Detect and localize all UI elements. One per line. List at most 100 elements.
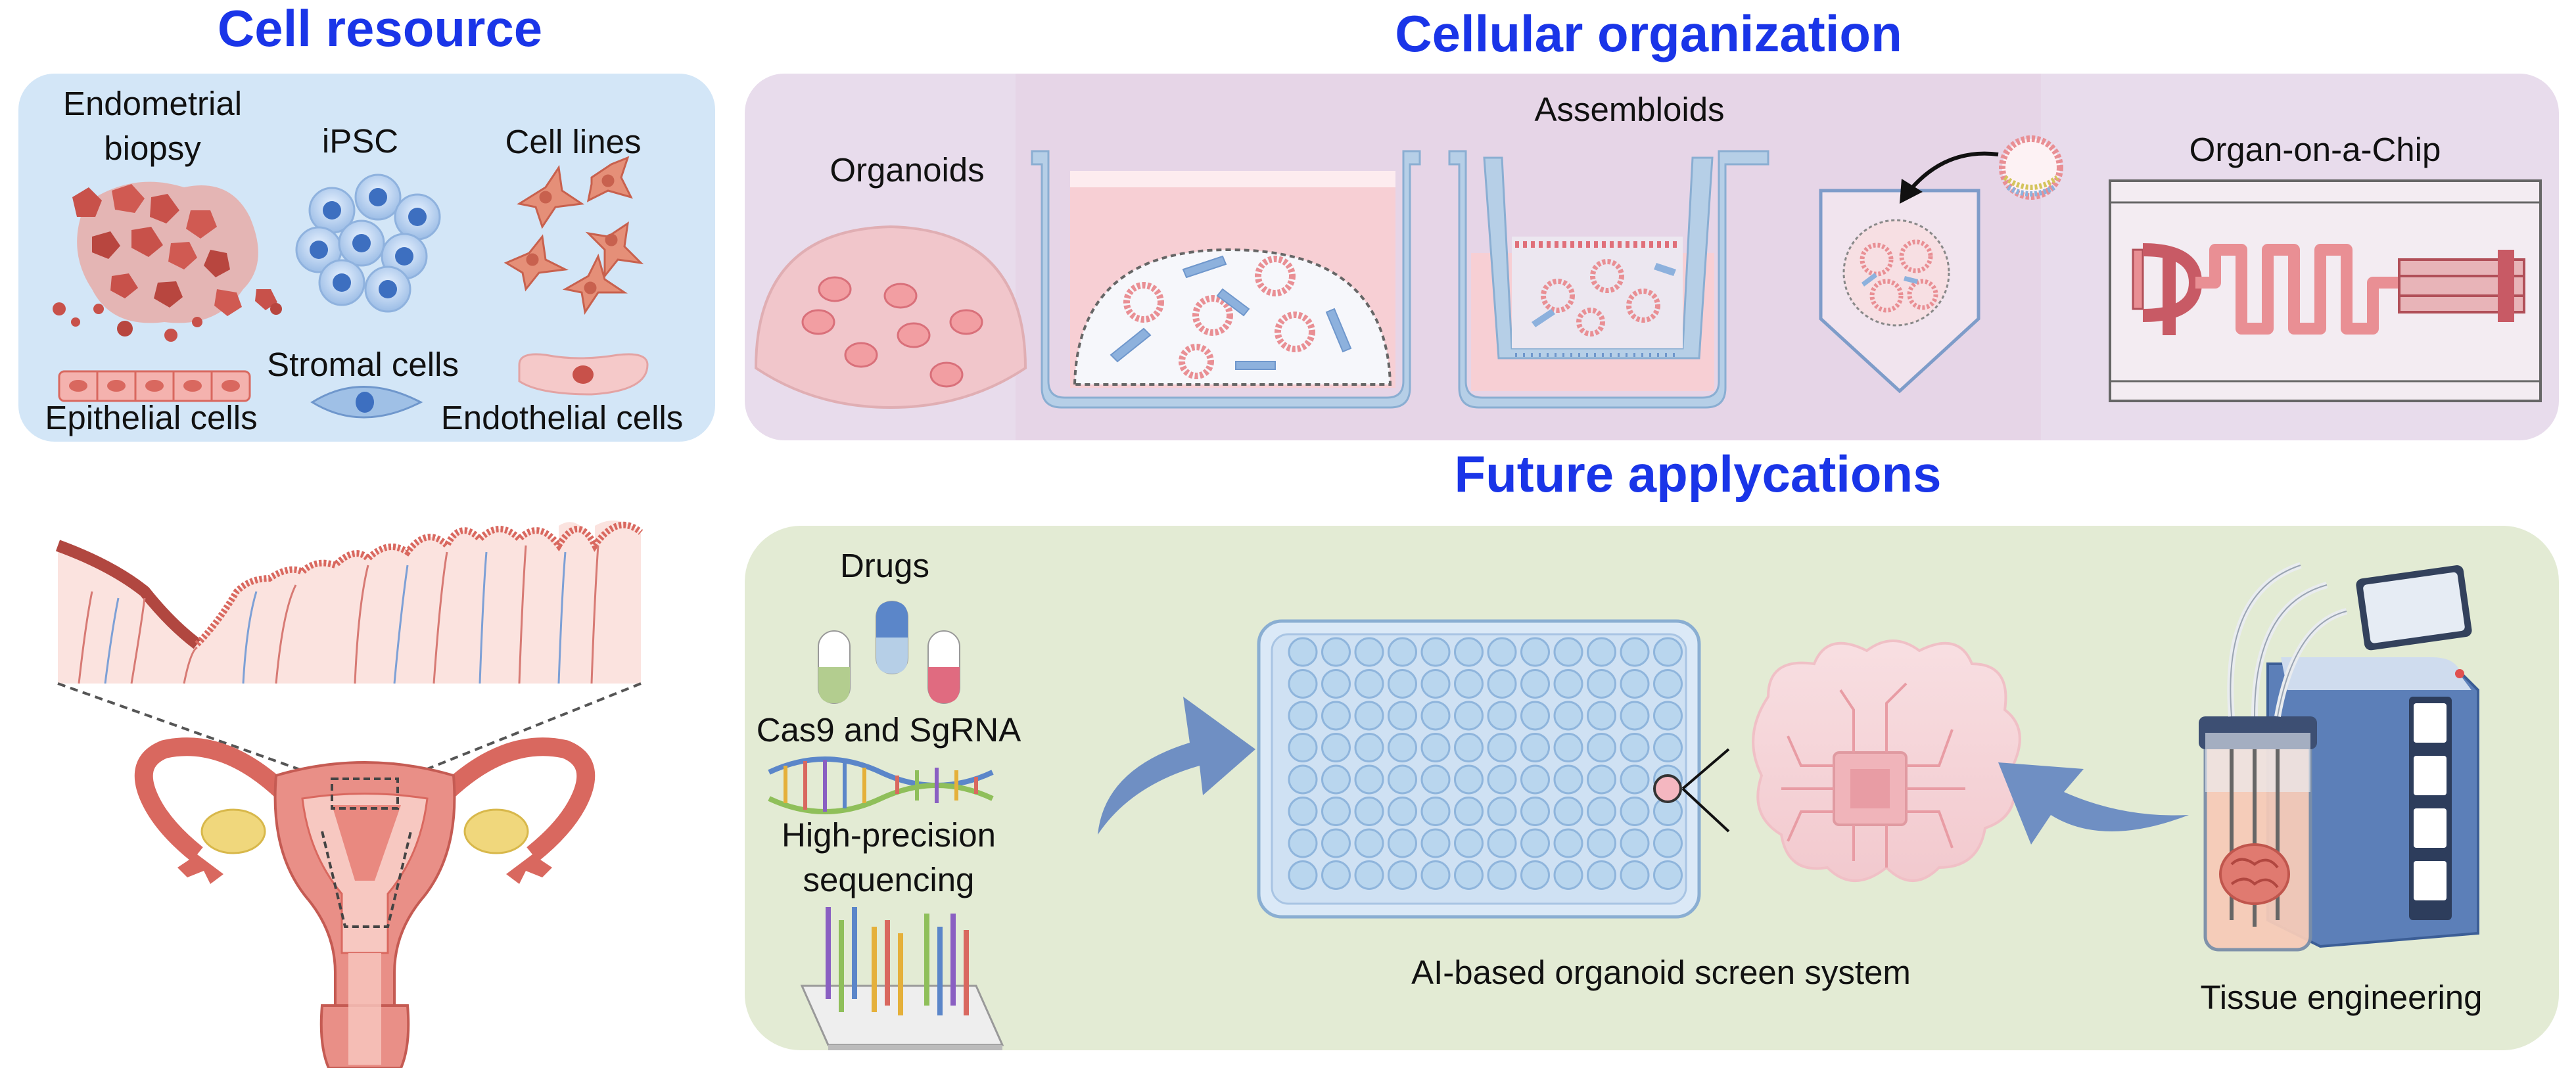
- plate-well: [1420, 828, 1451, 858]
- epithelial-cells-label: Epithelial cells: [45, 399, 257, 436]
- plate-well: [1553, 797, 1583, 826]
- sequencing-label-1: High-precision: [782, 816, 996, 854]
- future-applications-panel: Drugs Cas9 and SgRNA High-precision sequ…: [745, 526, 2559, 1050]
- plate-well: [1354, 637, 1384, 667]
- plate-well: [1520, 764, 1550, 795]
- plate-well: [1454, 733, 1484, 762]
- plate-well: [1587, 669, 1616, 699]
- ipsc-cluster-illustration: [295, 174, 441, 313]
- plate-well: [1321, 669, 1351, 699]
- plate-well: [1620, 701, 1650, 731]
- plate-well: [1520, 637, 1550, 667]
- callout-line-top: [1681, 748, 1730, 790]
- plate-well: [1388, 669, 1417, 699]
- organ-on-chip-label: Organ-on-a-Chip: [2190, 131, 2441, 168]
- plate-well: [1321, 701, 1351, 731]
- cell-resource-panel: Endometrial biopsy iPSC: [18, 74, 715, 442]
- curved-arrow-head: [1900, 179, 1923, 204]
- plate-well: [1420, 637, 1451, 667]
- plate-well: [1653, 828, 1683, 858]
- plate-well: [1553, 860, 1583, 890]
- organ-on-chip-illustration: [2109, 179, 2542, 402]
- plate-well: [1653, 860, 1683, 890]
- plate-well: [1620, 860, 1650, 890]
- plate-well: [1520, 733, 1550, 762]
- plate-well: [1520, 860, 1550, 890]
- plate-well: [1288, 828, 1318, 858]
- plate-well: [1354, 764, 1384, 795]
- organoid-well-illustration: [1031, 150, 1421, 409]
- plate-well: [1620, 637, 1650, 667]
- plate-well: [1553, 764, 1583, 795]
- sequencing-chip-illustration: [800, 907, 1004, 1050]
- well-plate-illustration: [1257, 619, 1701, 919]
- endometrial-biopsy-label-2: biopsy: [104, 129, 201, 167]
- plate-well: [1388, 733, 1417, 762]
- plate-well: [1587, 701, 1616, 731]
- plate-well: [1487, 669, 1517, 699]
- plate-well: [1553, 828, 1583, 858]
- plate-well: [1288, 797, 1318, 826]
- highlighted-well: [1653, 774, 1682, 803]
- organoid-dome-illustration: [754, 225, 1027, 409]
- arrow-to-plate: [1098, 697, 1255, 835]
- plate-well: [1354, 797, 1384, 826]
- plate-well: [1354, 669, 1384, 699]
- plate-well: [1420, 860, 1451, 890]
- plate-well: [1587, 733, 1616, 762]
- plate-well: [1388, 860, 1417, 890]
- plate-well: [1454, 797, 1484, 826]
- plate-well: [1487, 637, 1517, 667]
- arrow-from-bioreactor: [1998, 762, 2189, 845]
- plate-well: [1587, 828, 1616, 858]
- plate-well: [1520, 797, 1550, 826]
- callout-line-bottom: [1681, 787, 1730, 833]
- endothelial-cell-illustration: [518, 353, 649, 396]
- zoom-line-left: [57, 682, 336, 783]
- endometrial-biopsy-label-1: Endometrial: [63, 85, 242, 122]
- plate-well: [1454, 701, 1484, 731]
- plate-well: [1487, 733, 1517, 762]
- stromal-cell-illustration: [310, 386, 423, 419]
- cell-lines-illustration: [503, 156, 644, 315]
- organoids-label: Organoids: [830, 151, 984, 189]
- plate-well: [1354, 828, 1384, 858]
- zoom-line-right: [394, 682, 642, 783]
- drugs-label: Drugs: [840, 547, 929, 584]
- ai-brain-illustration: [1752, 639, 2021, 882]
- plate-well: [1321, 733, 1351, 762]
- dna-helix-illustration: [768, 756, 994, 814]
- plate-well: [1587, 637, 1616, 667]
- endothelial-cells-label: Endothelial cells: [441, 399, 684, 436]
- tissue-engineering-label: Tissue engineering: [2200, 979, 2482, 1016]
- plate-well: [1321, 860, 1351, 890]
- plate-well: [1420, 797, 1451, 826]
- plate-well: [1388, 764, 1417, 795]
- cell-lines-label: Cell lines: [505, 123, 642, 160]
- plate-well: [1553, 701, 1583, 731]
- uterus-illustration: [134, 737, 596, 1068]
- plate-well: [1454, 669, 1484, 699]
- plate-well: [1321, 828, 1351, 858]
- cell-resource-title: Cell resource: [218, 0, 542, 57]
- drug-capsules-illustration: [818, 601, 960, 704]
- plate-well: [1420, 764, 1451, 795]
- plate-well: [1288, 701, 1318, 731]
- plate-well: [1487, 860, 1517, 890]
- plate-well: [1520, 669, 1550, 699]
- plate-well: [1388, 828, 1417, 858]
- plate-well: [1420, 733, 1451, 762]
- plate-well: [1354, 733, 1384, 762]
- ai-system-label: AI-based organoid screen system: [1411, 954, 1911, 991]
- plate-well: [1321, 797, 1351, 826]
- plate-well: [1321, 764, 1351, 795]
- assembloid-shield-illustration: [1819, 189, 1980, 394]
- plate-well: [1487, 797, 1517, 826]
- plate-well: [1487, 701, 1517, 731]
- cellular-organization-panel: Organoids: [745, 74, 2559, 440]
- curved-arrow: [1908, 151, 1999, 192]
- plate-well: [1288, 637, 1318, 667]
- plate-well: [1587, 860, 1616, 890]
- plate-well: [1388, 797, 1417, 826]
